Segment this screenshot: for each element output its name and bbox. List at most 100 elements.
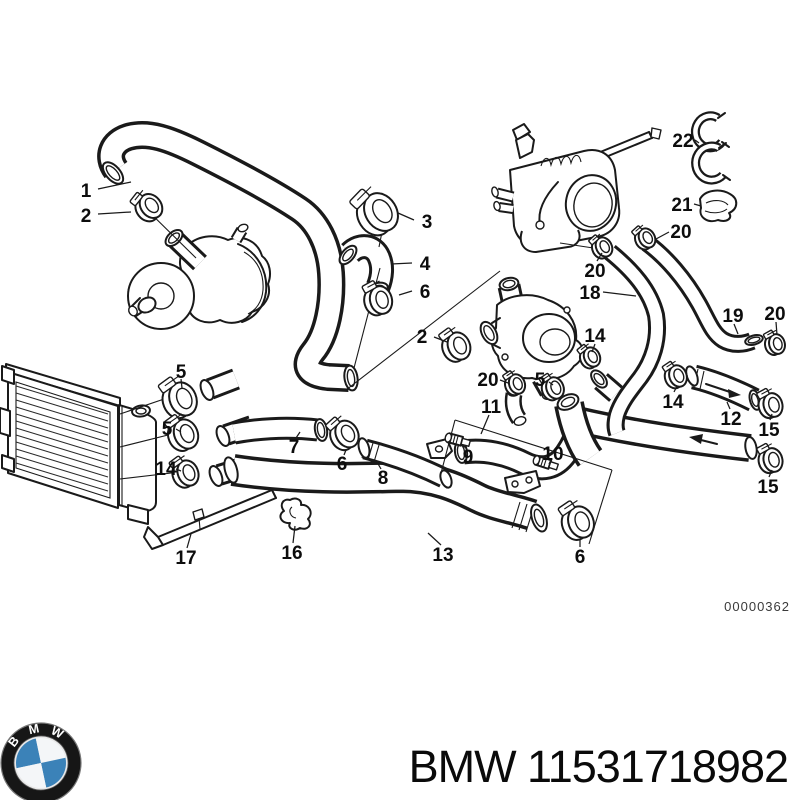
- part-label-13: 13: [432, 545, 453, 566]
- part-label-2: 2: [81, 206, 92, 227]
- leader-line-11: [480, 414, 490, 435]
- projection-lines: [119, 202, 613, 545]
- hose-7: [231, 416, 329, 445]
- thermostat-housing: [479, 276, 584, 426]
- hose-clamp-icon: [349, 186, 399, 237]
- hose-clamp-icon: [163, 413, 200, 452]
- hose-clamp-icon: [576, 343, 602, 370]
- leader-line-20: [775, 321, 778, 336]
- leader-line-22: [694, 139, 700, 144]
- radiator-fin-line: [15, 406, 109, 436]
- part-label-20: 20: [584, 261, 605, 282]
- radiator-fin-line: [15, 413, 109, 443]
- radiator-fin-line: [15, 462, 109, 492]
- part-label-4: 4: [420, 254, 431, 275]
- pipe-12: [685, 364, 762, 412]
- logo-quadrant: [16, 763, 47, 788]
- part-label-6: 6: [337, 454, 348, 475]
- part-label-5: 5: [535, 370, 546, 391]
- leader-line-20: [596, 252, 603, 262]
- leader-line-21: [693, 203, 702, 207]
- hose-clamps: [129, 186, 786, 541]
- hose-clamp-icon: [438, 326, 472, 363]
- throttle-body: [491, 123, 662, 253]
- part-label-16: 16: [281, 543, 302, 564]
- part-label-5: 5: [162, 419, 173, 440]
- hose-clamp-icon: [361, 280, 394, 317]
- part-label-12: 12: [720, 409, 741, 430]
- radiator: [0, 363, 157, 525]
- leader-line-20: [499, 379, 509, 384]
- leader-line-5: [180, 378, 183, 389]
- leader-line-4: [390, 262, 413, 265]
- leader-line-14: [673, 385, 678, 393]
- part-label-6: 6: [575, 547, 586, 568]
- hose-clamp-icon: [631, 224, 657, 251]
- radiator-fin-line: [15, 399, 109, 429]
- thermostat-outlet-elbow: [554, 393, 603, 467]
- radiator-fin-line: [15, 448, 109, 478]
- leader-line-2: [97, 211, 132, 215]
- radiator-fin-line: [15, 455, 109, 485]
- hose-clamp-icon: [756, 387, 784, 420]
- hose-8: [357, 437, 453, 489]
- flow-arrow-right: [728, 389, 741, 398]
- hose-19: [641, 235, 764, 353]
- part-label-21: 21: [671, 195, 693, 216]
- leader-line-18: [602, 291, 637, 297]
- part-label-6: 6: [420, 282, 431, 303]
- part-label-11: 11: [481, 397, 502, 418]
- leader-line-2: [433, 336, 448, 343]
- part-label-5: 5: [176, 362, 187, 383]
- leader-line-5: [548, 381, 554, 386]
- hose-clamp-icon: [129, 189, 164, 223]
- water-pump: [127, 223, 271, 330]
- leader-line-20: [655, 231, 670, 240]
- hose-clamp-icon: [325, 415, 360, 452]
- radiator-fin-line: [15, 441, 109, 471]
- part-label-8: 8: [378, 468, 389, 489]
- radiator-fin-line: [15, 427, 109, 457]
- leader-line-8: [376, 461, 382, 470]
- part-label-22: 22: [672, 131, 693, 152]
- logo-letter: M: [27, 721, 40, 737]
- part-label-20: 20: [477, 370, 498, 391]
- part-label-9: 9: [463, 447, 474, 468]
- radiator-fin-line: [15, 420, 109, 450]
- logo-quadrant: [16, 738, 41, 769]
- leader-line-15: [769, 413, 773, 421]
- leader-line-15: [768, 469, 773, 478]
- leader-line-7: [295, 431, 301, 439]
- hose-clamp-icon: [762, 329, 786, 356]
- part-label-14: 14: [155, 459, 177, 480]
- bolts: [444, 432, 559, 471]
- part-label-1: 1: [81, 181, 92, 202]
- part-label-20: 20: [764, 304, 785, 325]
- hose-clamp-icon: [661, 360, 688, 390]
- hose-18: [604, 245, 666, 437]
- leader-line-6: [398, 290, 413, 296]
- radiator-fin-line: [15, 385, 109, 415]
- grommets-22: [690, 111, 731, 185]
- part-label-15: 15: [757, 477, 779, 498]
- hose-clamp-icon: [502, 370, 527, 397]
- hose-clamp-icon: [157, 375, 198, 420]
- leader-line-5: [175, 428, 182, 433]
- leader-line-14: [175, 468, 182, 472]
- leader-line-16: [292, 525, 296, 544]
- bracket-17: [143, 489, 277, 550]
- hose-clamp-icon: [588, 233, 614, 260]
- leader-line-12: [726, 401, 731, 410]
- part-label-7: 7: [289, 437, 300, 458]
- leader-line-6: [343, 449, 347, 456]
- part-label-14: 14: [584, 326, 606, 347]
- part-number-text: BMW 11531718982: [408, 741, 789, 792]
- clip-16: [279, 497, 312, 531]
- logo-quadrant: [41, 757, 66, 788]
- part-label-3: 3: [422, 212, 433, 233]
- logo-quadrant: [35, 738, 66, 763]
